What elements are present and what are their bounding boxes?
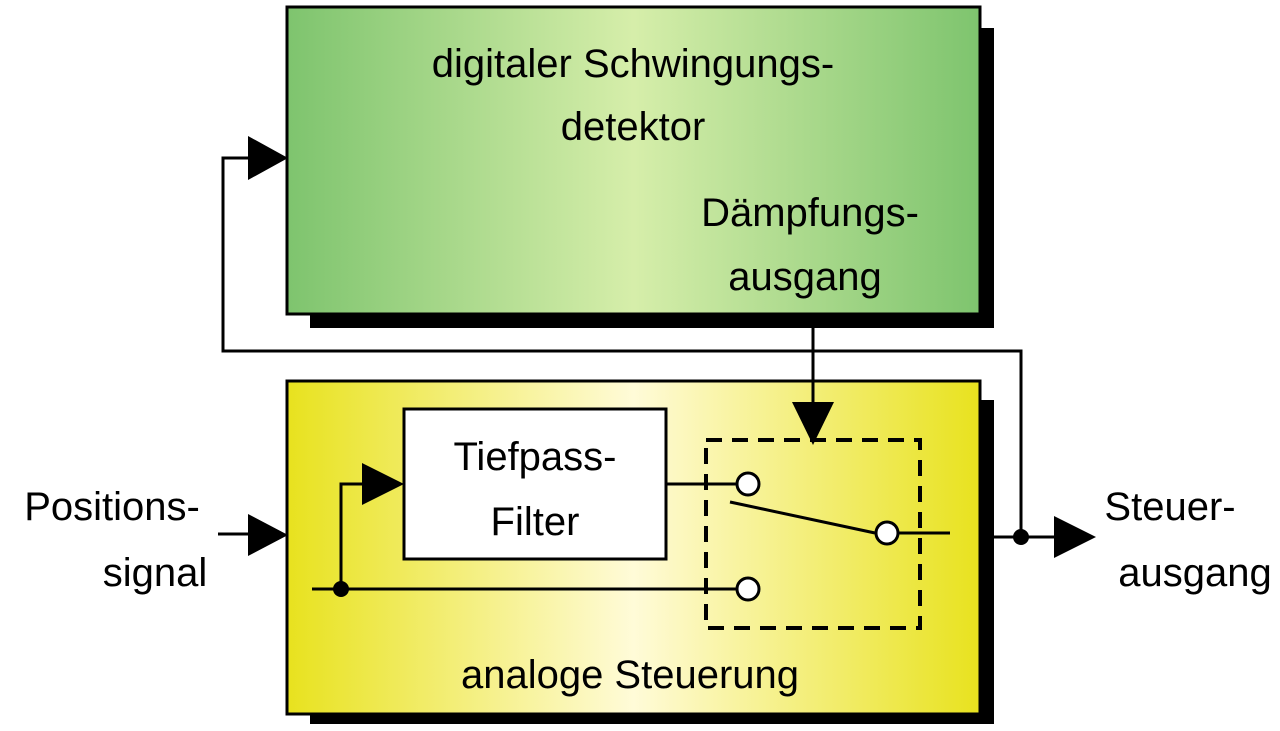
output-label-line1: Steuer- — [1104, 485, 1235, 529]
feedback-loop-line — [221, 156, 1023, 537]
switch-contact-bypass — [735, 576, 761, 602]
digital-block-title-line2: detektor — [561, 105, 706, 149]
switch-common-contact — [874, 520, 900, 546]
analog-control-block: analoge Steuerung Tiefpass- Filter — [285, 379, 994, 724]
junction-dot-icon — [1013, 529, 1029, 545]
damping-output-label-line2: ausgang — [728, 255, 881, 299]
damping-output-label-line1: Dämpfungs- — [701, 191, 919, 235]
arrowhead-icon — [792, 402, 834, 445]
lowpass-filter-label-line1: Tiefpass- — [453, 435, 616, 479]
arrowhead-icon — [248, 514, 288, 556]
input-label-line1: Positions- — [24, 485, 200, 529]
junctions — [333, 529, 1029, 597]
junction-dot-icon — [333, 581, 349, 597]
digital-block-title-line1: digitaler Schwingungs- — [432, 42, 834, 86]
signal-wiring — [218, 156, 1056, 591]
digital-detector-block: digitaler Schwingungs- detektor Dämpfung… — [285, 5, 994, 328]
lowpass-filter-label-line2: Filter — [491, 500, 580, 544]
analog-block-title: analoge Steuerung — [461, 653, 799, 697]
digital-block-body — [285, 5, 982, 316]
changeover-switch-icon — [735, 471, 900, 602]
switch-contact-filtered — [735, 471, 761, 497]
filter-feed-line — [339, 482, 372, 589]
output-label-line2: ausgang — [1118, 551, 1271, 595]
arrowhead-icon — [248, 136, 288, 180]
input-label-line2: signal — [103, 551, 208, 595]
arrowhead-icon — [362, 463, 404, 505]
switch-lever — [729, 500, 876, 535]
arrowheads — [248, 136, 1096, 558]
arrowhead-icon — [1054, 516, 1096, 558]
